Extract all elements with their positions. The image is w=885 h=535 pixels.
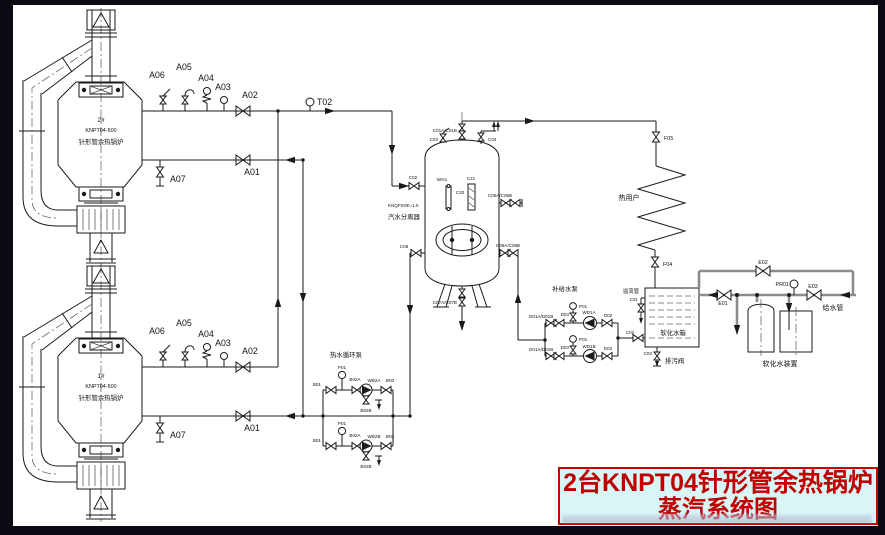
boiler-1-model: KNPT04-500 — [85, 384, 116, 390]
valve-label-a05: A05 — [176, 62, 192, 72]
softener-unit-label: 软化水装置 — [763, 359, 798, 368]
valve-label-a04-2: A04 — [198, 329, 214, 339]
valve-label-a03: A03 — [215, 82, 231, 92]
boiler-unit-1: 1# KNPT04-500 针形管余热锅炉 A06 A05 A04 A03 A0… — [18, 263, 260, 523]
water-softener: 软化水装置 — [747, 299, 813, 368]
label-c06ab: C06A/C06B — [496, 243, 520, 248]
label-wb2a: WB2A — [367, 378, 381, 383]
label-c07ab: C07A/C07B — [433, 300, 457, 305]
valve-label-e02: E02 — [758, 260, 768, 266]
overflow-pipe-label: 溢流管 — [623, 287, 640, 295]
valve-label-f05: F05 — [664, 136, 673, 142]
soft-water-tank-label: 软化水箱 — [660, 328, 686, 337]
label-c04: C04 — [488, 137, 497, 142]
label-d02-2: D02 — [604, 346, 613, 351]
circulation-pump-group: 热水循环泵 B01 P01 B02A WB2A B03 B02B B01 P01… — [313, 350, 395, 469]
label-p01-f1: P01 — [579, 304, 588, 309]
label-p01-c1: P01 — [338, 365, 347, 370]
instrument-label-t02: T02 — [317, 97, 332, 107]
heat-user-coil: F05 F04 热用户 — [619, 131, 687, 288]
label-c01ab: C01A/C01B — [433, 128, 457, 133]
valve-label-a04: A04 — [198, 73, 214, 83]
valve-label-a07: A07 — [170, 174, 186, 184]
label-b02a-1: B02A — [349, 377, 361, 382]
separator-name-label: 汽水分离器 — [388, 212, 421, 221]
label-d01ab-2: D01A/D01B — [529, 347, 553, 352]
valve-label-e03: E03 — [808, 284, 818, 290]
valve-label-a06: A06 — [149, 70, 165, 80]
instrument-label-pr01: PR01 — [776, 282, 790, 288]
valve-label-e01: E01 — [718, 301, 728, 307]
valve-label-f04: F04 — [663, 262, 672, 268]
watermark-strip — [562, 514, 872, 523]
label-tank-c01: C01 — [630, 297, 639, 302]
label-d01ab-1: D01A/D01B — [529, 314, 553, 319]
label-d02-1: D02 — [604, 313, 613, 318]
blowdown-valve-label: 排污阀 — [665, 356, 684, 365]
label-wd1b: WD1B — [582, 344, 595, 349]
label-c21: C21 — [467, 176, 476, 181]
separator-model-label: KNQF02Φ=1.5 — [388, 203, 419, 208]
feed-pumps-title: 补给水泵 — [552, 284, 578, 293]
feed-pump-group: 补给水泵 D01A/D01B D03 P01 WD1A D02 D01A/D01… — [518, 284, 645, 363]
label-b03-1: B03 — [386, 378, 395, 383]
valve-label-a06-2: A06 — [149, 326, 165, 336]
steam-separator: C01A/C01B C03 C04 C02 C05A/C05B C06A/C06… — [388, 112, 545, 341]
boiler-2-number: 2# — [97, 117, 105, 124]
boiler-2-model: KNPT04-500 — [85, 128, 116, 134]
boiler-1-number: 1# — [97, 373, 105, 380]
steam-water-piping: T02 — [142, 97, 657, 420]
label-wb2b: WB2B — [367, 434, 380, 439]
label-b01-2: B01 — [313, 438, 322, 443]
valve-label-a03-2: A03 — [215, 338, 231, 348]
feed-water-line: E01 E02 E03 PR01 给水管 — [697, 260, 856, 335]
label-tank-c03: C03 — [644, 351, 653, 356]
label-wd1a: WD1A — [582, 310, 596, 315]
label-c03: C03 — [430, 137, 439, 142]
label-c05ab: C05A/C05B — [488, 193, 512, 198]
circulation-pumps-title: 热水循环泵 — [330, 350, 363, 359]
label-b02b-2: B02B — [360, 464, 371, 469]
label-b03-2: B03 — [386, 434, 395, 439]
label-c08: C08 — [400, 244, 409, 249]
label-p01-c2: P01 — [338, 421, 347, 426]
valve-label-a05-2: A05 — [176, 318, 192, 328]
heat-user-label: 热用户 — [619, 193, 640, 202]
label-wg1: WG1 — [437, 177, 448, 182]
valve-label-a07-2: A07 — [170, 430, 186, 440]
valve-label-a02: A02 — [242, 90, 258, 100]
boiler-1-type: 针形管余热锅炉 — [79, 393, 124, 402]
label-b01-1: B01 — [313, 382, 322, 387]
label-c20: C20 — [456, 190, 465, 195]
title-line-1: 2台KNPT04针形管余热锅炉 — [563, 468, 873, 497]
label-p01-f2: P01 — [579, 337, 588, 342]
label-b02b-1: B02B — [360, 408, 371, 413]
boiler-2-type: 针形管余热锅炉 — [79, 137, 124, 146]
feed-water-pipe-label: 给水管 — [823, 303, 844, 312]
label-d03-2: D03 — [561, 345, 570, 350]
valve-label-a01-2: A01 — [244, 423, 260, 433]
label-b02a-2: B02A — [349, 433, 361, 438]
label-d03-1: D03 — [561, 312, 570, 317]
label-tank-c02: C02 — [626, 330, 635, 335]
label-c02: C02 — [409, 175, 418, 180]
boiler-unit-2: 2# KNPT04-500 针形管余热锅炉 A06 A05 A04 A03 A0… — [18, 7, 260, 267]
valve-label-a02-2: A02 — [242, 346, 258, 356]
valve-label-a01: A01 — [244, 167, 260, 177]
soft-water-tank: 软化水箱 溢流管 C01 C02 C03 排污阀 — [623, 287, 700, 367]
